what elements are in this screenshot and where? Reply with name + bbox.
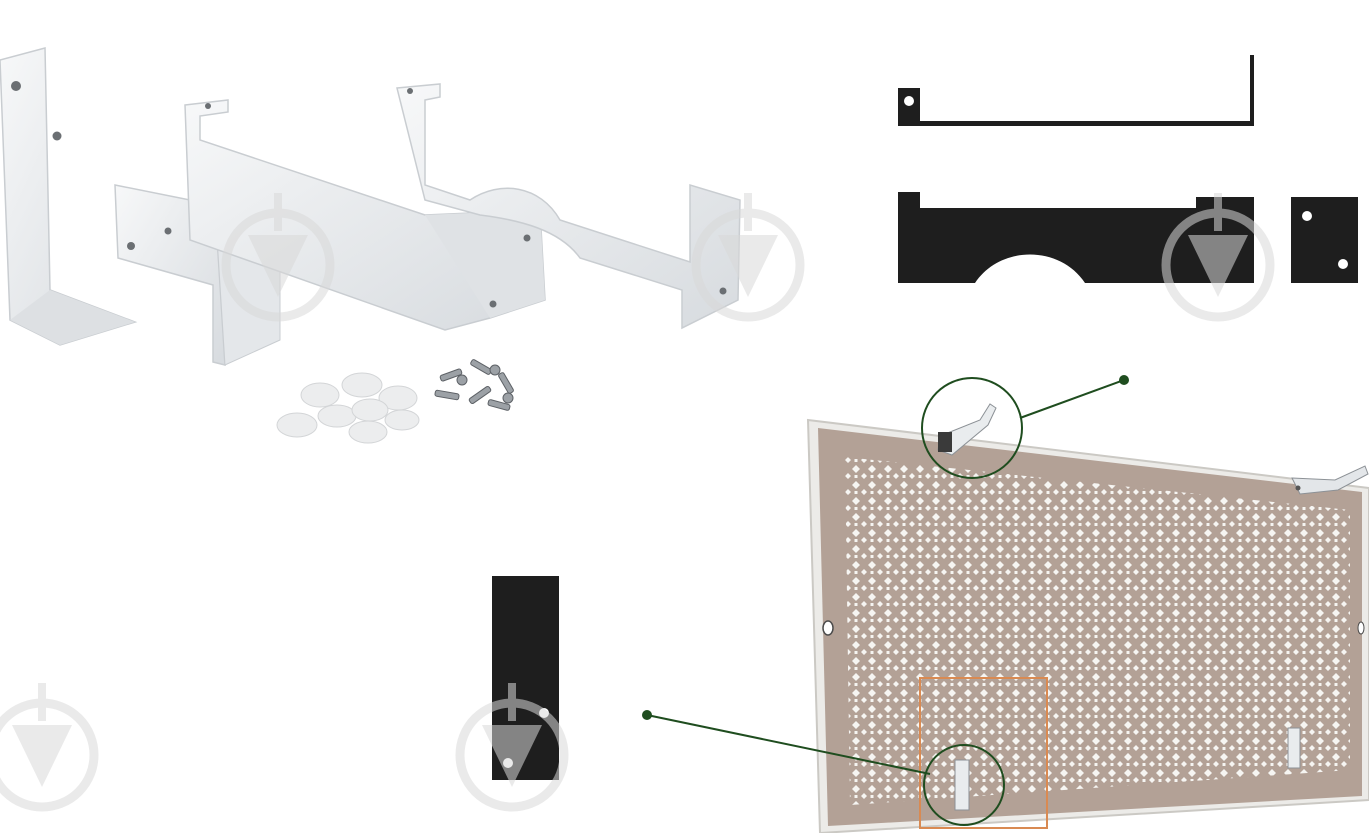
- rubber-caps: [276, 372, 420, 444]
- callout-dot-icon: [642, 710, 652, 720]
- u-bracket-cutout: [396, 83, 741, 330]
- plate-silhouette-square: [1291, 197, 1358, 283]
- download-arrow-circle-icon: [1161, 193, 1275, 322]
- download-arrow-circle-icon: [691, 193, 805, 322]
- highlight-box: [919, 677, 1048, 829]
- screws: [434, 359, 514, 411]
- radiator-screen: [806, 403, 1369, 833]
- callout-bottom: [642, 710, 1005, 826]
- download-arrow-circle-icon: [221, 193, 335, 322]
- download-arrow-circle-icon: [455, 683, 569, 812]
- mount-bracket-right: [1291, 465, 1369, 495]
- bracket-silhouette-profile: [898, 55, 1254, 126]
- callout-dot-icon: [1119, 375, 1129, 385]
- mount-bracket-bottom: [954, 727, 1301, 811]
- mount-bracket-top: [937, 403, 997, 456]
- download-arrow-circle-icon: [0, 683, 99, 812]
- l-bracket-tall: [0, 47, 138, 346]
- callout-top: [921, 375, 1129, 479]
